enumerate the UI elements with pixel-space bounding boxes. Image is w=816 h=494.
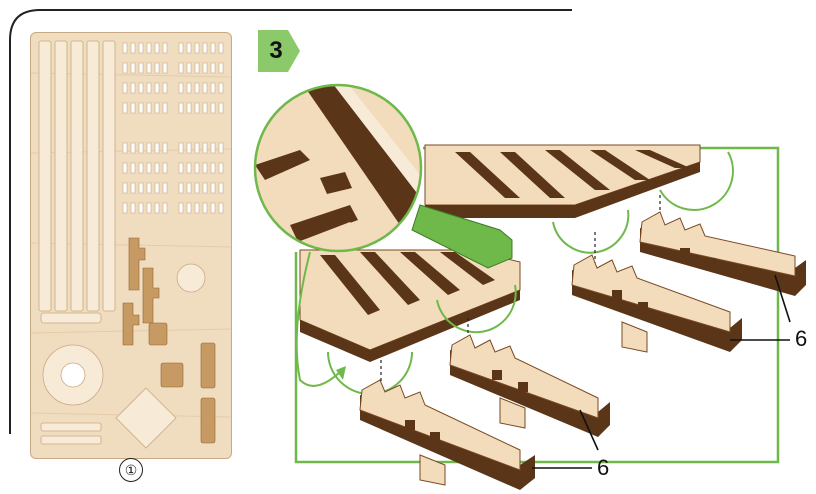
tray-back: [425, 145, 700, 218]
callout-label-upper: 6: [795, 326, 807, 352]
zoom-circle-icon: [250, 80, 440, 260]
leg-part-right-back: [640, 212, 806, 296]
callout-label-lower: 6: [597, 455, 609, 481]
